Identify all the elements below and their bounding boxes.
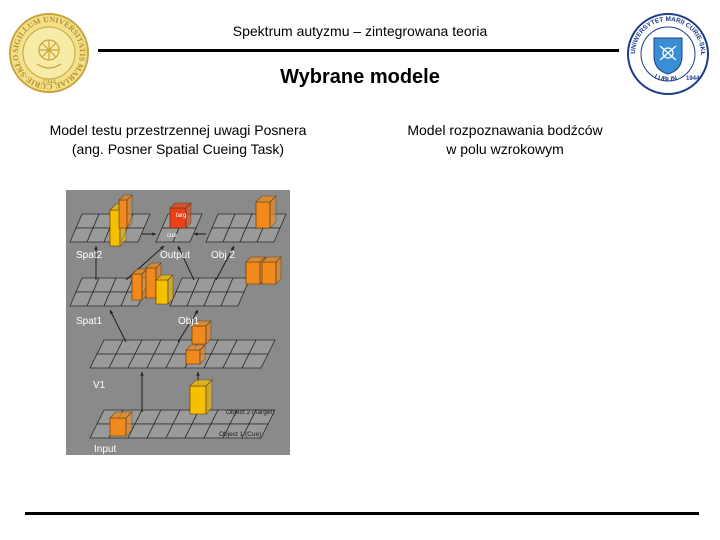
arrow-v1-obj1-head (194, 310, 198, 314)
seal-left-year: 1944 (42, 78, 57, 86)
arrow-obj1-obj2 (215, 245, 235, 281)
block-spat1-a-front (131, 273, 143, 301)
course-title: Spektrum autyzmu – zintegrowana teoria (232, 23, 488, 39)
label-v1: V1 (93, 380, 106, 391)
unit-label-cue: cue (167, 233, 177, 239)
arrow-v1-obj1 (177, 309, 199, 343)
block-obj1 (191, 320, 212, 345)
block-input-cue (109, 411, 133, 437)
block-input-cue-side (125, 411, 133, 437)
university-seal-logo-left: SIGILLUM UNIVERSITATIS MARIAE CURIE-SKŁO… (4, 5, 90, 94)
grid-obj1-cell (220, 291, 245, 307)
left-caption: Model testu przestrzennej uwagi Posnera … (18, 121, 338, 159)
grid-v1-cell (241, 353, 269, 369)
block-input-target-side (205, 379, 213, 415)
arrow-obj2-output-head (194, 232, 198, 236)
annotation-object2: Object 2 (Target) (226, 409, 274, 416)
block-v1-front (185, 349, 201, 365)
right-caption: Model rozpoznawania bodźców w polu wzrok… (370, 121, 640, 159)
arrow-obj1-obj2-head (230, 246, 234, 250)
label-output: Output (160, 250, 190, 261)
left-caption-line2: (ang. Posner Spatial Cueing Task) (71, 141, 285, 157)
arrow-input-v1-b-head (196, 372, 200, 376)
block-obj2-c-front (261, 261, 277, 285)
block-spat2-a-front (109, 209, 121, 247)
arrow-spat2-output-head (152, 232, 156, 236)
logo-right-text-bottom: LUBLIN (653, 73, 678, 83)
grid-output-cell (172, 227, 197, 243)
block-v1 (185, 344, 206, 365)
block-obj1-side (205, 320, 212, 345)
logo-right-year: 1944 (686, 76, 700, 82)
svg-text:LUBLIN: LUBLIN (653, 73, 678, 83)
label-spat1: Spat1 (76, 316, 103, 327)
block-obj2-side (269, 195, 277, 229)
arrow-obj1-output (177, 245, 195, 281)
grid-v1 (89, 339, 276, 369)
block-obj2-b-front (245, 261, 261, 285)
arrow-input-v1-head (140, 372, 144, 376)
annotation-object1: Object 1 (Cue) (219, 431, 261, 438)
block-spat1-c-side (167, 274, 174, 305)
block-spat2-b (118, 194, 133, 229)
block-output-targ-side (185, 202, 192, 229)
slide-title: Wybrane modele (280, 66, 440, 88)
arrow-spat1-output-head (160, 246, 164, 250)
right-caption-line1: Model rozpoznawania bodźców (407, 122, 603, 138)
block-input-cue-front (109, 417, 127, 437)
right-caption-line2: w polu wzrokowym (446, 141, 564, 157)
block-output-targ (169, 202, 192, 229)
university-logo-right: UNIWERSYTET MARII CURIE-SKŁODOWSKIEJ LUB… (623, 7, 710, 96)
block-obj2-front (255, 201, 271, 229)
block-obj1-front (191, 325, 207, 345)
block-spat1-c (155, 274, 174, 305)
grid-obj1 (169, 277, 251, 307)
grid-obj2-cell (256, 227, 281, 243)
unit-label-targ: targ (176, 213, 186, 219)
arrow-obj1-output-head (177, 246, 182, 250)
label-obj2: Obj 2 (211, 250, 235, 261)
label-input: Input (94, 444, 116, 455)
block-spat2-b-front (118, 199, 128, 229)
left-caption-line1: Model testu przestrzennej uwagi Posnera (49, 122, 307, 138)
block-spat1-c-front (155, 279, 169, 305)
label-spat2: Spat2 (76, 250, 103, 261)
block-spat1-a (131, 268, 148, 301)
block-spat2-b-side (126, 194, 133, 229)
footer-rule (25, 512, 699, 515)
block-obj2 (255, 195, 277, 229)
arrow-v1-spat1-head (110, 310, 114, 314)
arrow-spat1-spat2-head (94, 246, 98, 250)
block-v1-side (199, 344, 206, 365)
block-input-target-front (189, 385, 207, 415)
arrow-v1-spat1 (109, 309, 127, 343)
block-spat1-b-front (145, 267, 157, 299)
posner-network-diagram: Spat2 Output Obj 2 Spat1 Obj1 V1 Input t… (66, 190, 290, 455)
block-input-target (189, 379, 213, 415)
block-obj2-c (261, 256, 282, 285)
header-rule (98, 49, 619, 52)
grid-input-cell (241, 423, 269, 439)
label-obj1: Obj1 (178, 316, 200, 327)
block-obj2-c-side (275, 256, 282, 285)
